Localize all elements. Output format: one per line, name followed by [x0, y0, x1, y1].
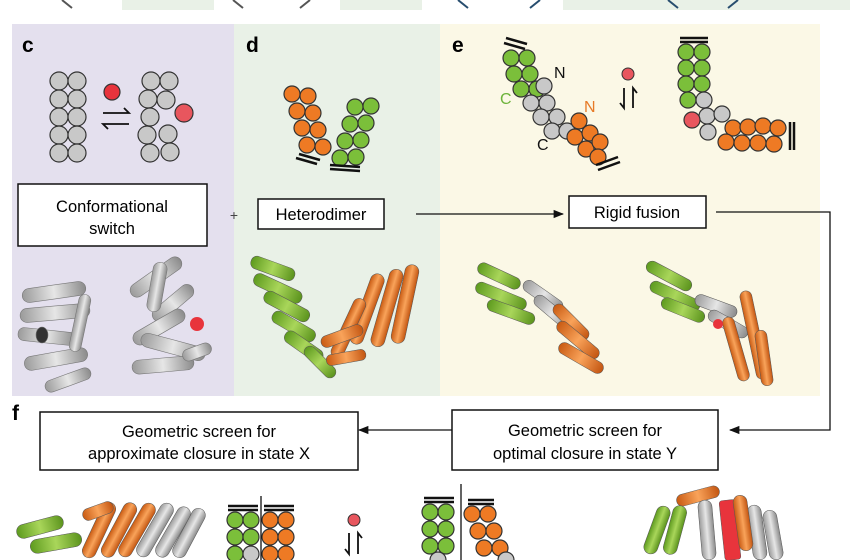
ligand-dot-icon [103, 83, 121, 101]
conformational-switch-label-line2: switch [89, 220, 135, 238]
panel-f-bars-left [228, 504, 294, 512]
rigid-fusion-label: Rigid fusion [594, 204, 680, 222]
arrow-rigid-fusion-to-screen-y [716, 211, 831, 435]
plus-sign: + [230, 207, 238, 223]
grey-bead-stack-left [49, 71, 87, 163]
screen-state-y-line2: optimal closure in state Y [493, 445, 677, 463]
ligand-dot-icon [713, 319, 723, 329]
green-bead-chain [331, 97, 380, 167]
protein-cartoon-icon [16, 501, 206, 559]
ligand-dot-icon [190, 317, 204, 331]
heterodimer-label: Heterodimer [276, 206, 367, 224]
rigid-fusion-box [568, 195, 707, 229]
terminus-bars-e-left [503, 36, 621, 172]
chain-terminus-bars [295, 152, 361, 173]
equilibrium-arrows-icon [344, 530, 363, 557]
top-strip [0, 0, 850, 12]
panel-letter-e: e [452, 34, 464, 57]
heterodimer-box [257, 198, 385, 230]
conformational-switch-box [17, 183, 208, 247]
protein-cartoon-icon [643, 485, 784, 560]
equilibrium-arrows-icon [619, 85, 638, 111]
panel-f-schematic-left [226, 511, 295, 560]
screen-state-y-line1: Geometric screen for [508, 422, 663, 440]
protein-cartoon-icon [17, 281, 92, 393]
protein-cartoon-icon [129, 256, 212, 375]
panel-c-schematic [49, 71, 194, 163]
grey-bead-stack-right [137, 71, 194, 163]
orange-bead-chain [283, 85, 332, 156]
ligand-dot-icon [347, 513, 361, 527]
screen-state-x-line2: approximate closure in state X [88, 445, 310, 463]
screen-state-y-box [451, 409, 719, 471]
screen-state-x-box [39, 411, 359, 471]
protein-cartoon-icon [645, 260, 774, 387]
terminus-bars-e-right [680, 36, 796, 150]
terminus-label-c-black: C [537, 137, 549, 154]
panel-letter-d: d [246, 34, 259, 57]
flow-arrows [357, 209, 831, 435]
screen-state-x-line1: Geometric screen for [122, 423, 277, 441]
panel-f-bars-right [424, 496, 494, 506]
terminus-label-n-black: N [554, 65, 566, 82]
ligand-dot-icon [621, 67, 635, 81]
panel-letter-f: f [12, 402, 20, 425]
panel-d-schematic [283, 85, 380, 167]
panel-e-schematic-left [502, 49, 609, 166]
protein-cartoon-icon [475, 262, 604, 374]
protein-cartoon-icon [250, 255, 420, 379]
terminus-label-n-orange: N [584, 99, 596, 116]
conformational-switch-label-line1: Conformational [56, 198, 168, 216]
panel-f-schematic-right [421, 503, 515, 560]
equilibrium-arrows-icon [100, 107, 132, 130]
panel-letter-c: c [22, 34, 34, 57]
panel-e-schematic-right [677, 43, 787, 153]
terminus-label-c-green: C [500, 91, 512, 108]
